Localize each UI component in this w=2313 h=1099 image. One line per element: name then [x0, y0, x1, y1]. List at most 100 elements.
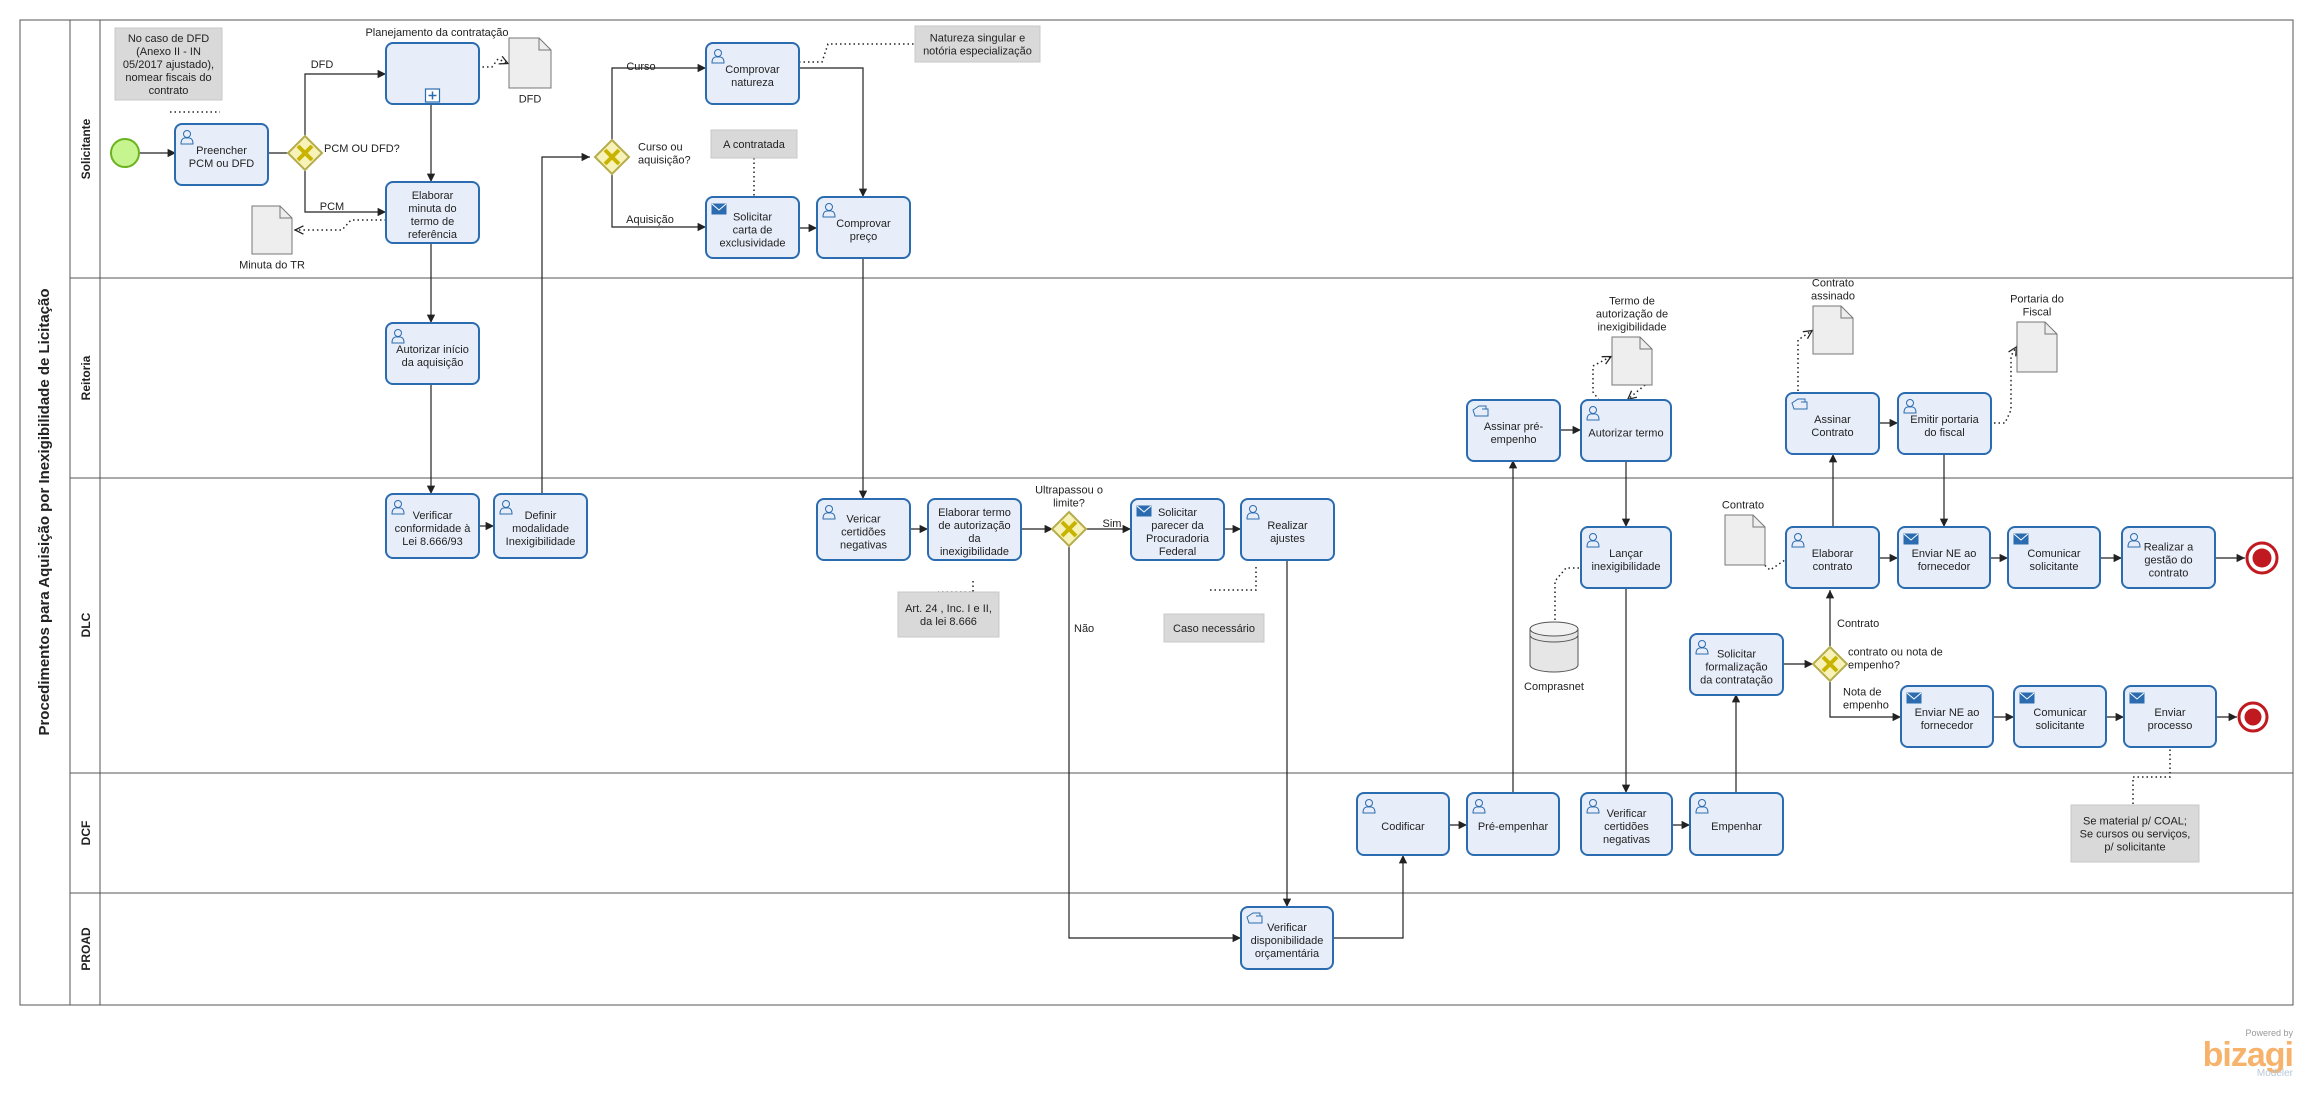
end-event-contract[interactable]: [2245, 541, 2279, 575]
artifact-label-line: Contrato: [1722, 499, 1764, 511]
flow-label: Sim: [1103, 518, 1122, 530]
task-planejamento[interactable]: [385, 42, 480, 105]
user-task-icon: [1903, 399, 1917, 414]
user-task-icon: [711, 49, 725, 64]
manual-task-icon: [1472, 405, 1489, 417]
task-label-line: processo: [2148, 720, 2193, 732]
annotation-text: Se material p/ COAL;Se cursos ou serviço…: [2080, 815, 2191, 853]
task-label-line: Codificar: [1381, 821, 1425, 833]
gateway-pcm-dfd[interactable]: PCM OU DFD?: [286, 134, 400, 172]
artifact-label-line: inexigibilidade: [1597, 321, 1666, 333]
task-autorizar-termo[interactable]: Autorizar termo: [1580, 399, 1672, 462]
task-label: Empenhar: [1711, 821, 1762, 833]
task-label-line: Elaborar: [412, 190, 454, 202]
task-label-line: Autorizar termo: [1588, 427, 1663, 439]
task-label-line: Comunicar: [2027, 548, 2081, 560]
task-label-line: carta de: [733, 224, 773, 236]
flow-label: Não: [1074, 623, 1094, 635]
document-contrato[interactable]: Contrato: [1722, 499, 1766, 566]
task-label-line: PCM ou DFD: [189, 158, 254, 170]
task-label-line: orçamentária: [1255, 948, 1320, 960]
task-assinar-pre[interactable]: Assinar pré-empenho: [1466, 399, 1561, 462]
task-label-line: Federal: [1159, 546, 1196, 558]
annotation-text-line: notória especialização: [923, 45, 1032, 57]
task-pre-empenhar[interactable]: Pré-empenhar: [1466, 792, 1560, 856]
flow-label-line: empenho: [1843, 699, 1889, 711]
task-label-line: negativas: [1603, 834, 1651, 846]
artifact-label-line: Minuta do TR: [239, 259, 305, 271]
task-label-line: Pré-empenhar: [1478, 821, 1549, 833]
annotation-text-line: Se cursos ou serviços,: [2080, 828, 2191, 840]
task-label-line: contrato: [2149, 567, 2189, 579]
task-label-line: preço: [850, 231, 878, 243]
task-empenhar[interactable]: Empenhar: [1689, 792, 1784, 856]
task-codificar[interactable]: Codificar: [1356, 792, 1450, 856]
task-label-line: Verificar: [413, 510, 453, 522]
send-task-icon: [2129, 692, 2145, 704]
flow-label: PCM: [320, 201, 344, 213]
flow-label: Contrato: [1837, 618, 1879, 630]
datastore-comprasnet[interactable]: Comprasnet: [1524, 621, 1584, 693]
task-label-line: ajustes: [1270, 533, 1305, 545]
send-task-icon: [2013, 533, 2029, 545]
task-label: Pré-empenhar: [1478, 821, 1549, 833]
document-minuta[interactable]: Minuta do TR: [239, 205, 305, 271]
end-event-process[interactable]: [2237, 701, 2269, 733]
document-dfd[interactable]: DFD: [508, 37, 552, 105]
annotation-material: Se material p/ COAL;Se cursos ou serviço…: [2070, 804, 2200, 863]
watermark-brand: bizagi: [2202, 1036, 2294, 1074]
task-label-line: Comunicar: [2033, 707, 2087, 719]
artifact-label-line: Portaria do: [2010, 293, 2064, 305]
task-label-line: Assinar pré-: [1484, 421, 1544, 433]
task-label-line: da aquisição: [402, 357, 464, 369]
user-task-icon: [180, 130, 194, 145]
start-event[interactable]: [110, 138, 140, 168]
user-task-icon: [391, 329, 405, 344]
gateway-label-line: Ultrapassou o: [1035, 484, 1103, 496]
user-task-icon: [822, 505, 836, 520]
